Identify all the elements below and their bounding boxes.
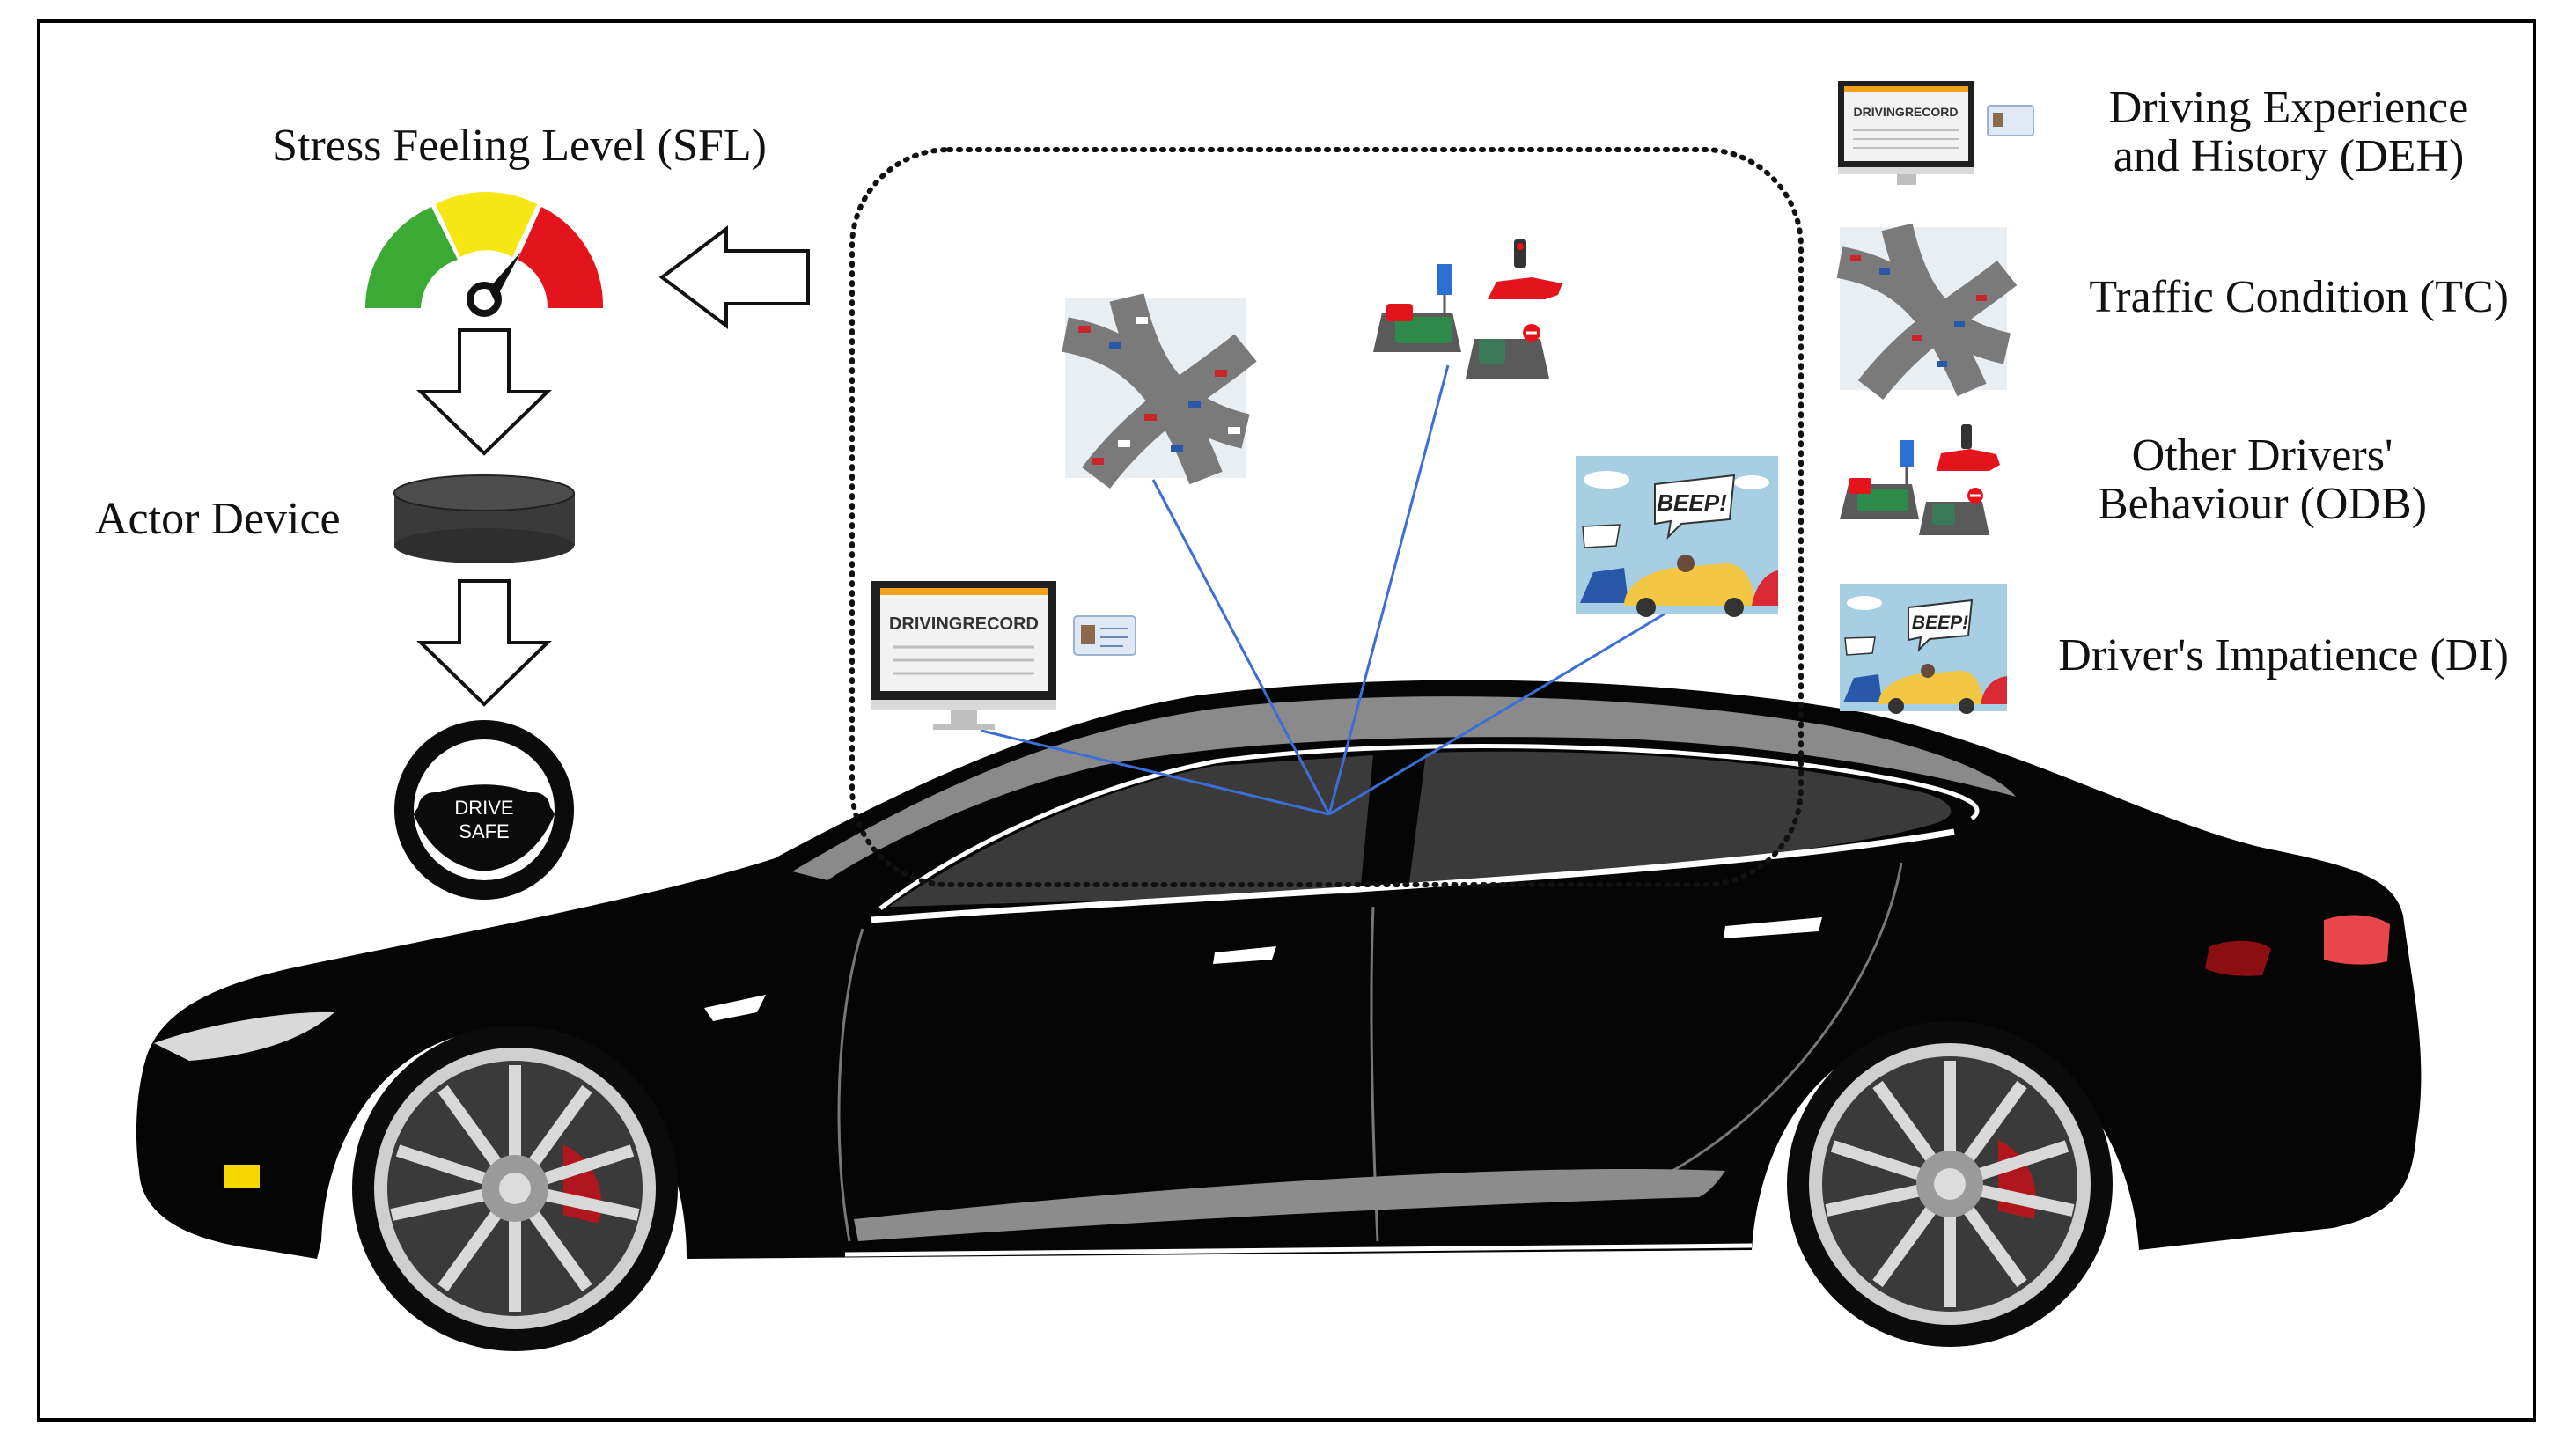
hollow-arrow-icon-down-1 xyxy=(416,328,552,456)
car-front-wheel xyxy=(352,1026,678,1351)
legend-driving-record-text: DRIVINGRECORD xyxy=(1853,105,1958,119)
actor-device-icon xyxy=(393,474,575,563)
other-drivers-icon xyxy=(1373,239,1562,379)
legend-odb-line2: Behaviour (ODB) xyxy=(2097,479,2428,529)
factor-boundary xyxy=(849,147,1804,887)
sfl-label: Stress Feeling Level (SFL) xyxy=(272,121,767,171)
car-rear-wheel xyxy=(1787,1021,2113,1347)
steering-wheel-icon: DRIVE SAFE xyxy=(394,720,574,900)
hollow-arrow-icon-left xyxy=(658,224,810,330)
legend-impatience-icon: BEEP! xyxy=(1840,584,2007,714)
legend-other-drivers-icon xyxy=(1840,424,2000,535)
car-rear-reflector xyxy=(2205,940,2271,976)
wheel-text-line2: SAFE xyxy=(459,820,509,842)
car-front-window xyxy=(889,755,1373,907)
car-mirror-trim xyxy=(704,995,766,1021)
legend-tc: Traffic Condition (TC) xyxy=(2089,272,2509,322)
diagram-frame xyxy=(37,19,2536,1422)
legend-driving-record-icon: DRIVINGRECORD xyxy=(1838,81,2034,185)
car-side-sill xyxy=(854,1169,1725,1241)
car-fog-light xyxy=(224,1165,260,1188)
traffic-jam-icon xyxy=(1061,293,1257,489)
car-roof-highlight xyxy=(792,696,2016,880)
beep-text: BEEP! xyxy=(1657,489,1727,516)
legend-deh-line1: Driving Experience xyxy=(2108,83,2469,133)
driving-record-icon: DRIVINGRECORD xyxy=(871,581,1136,730)
legend-deh-line2: and History (DEH) xyxy=(2113,131,2465,181)
actor-device-label: Actor Device xyxy=(95,494,341,544)
car-door-line-rear xyxy=(1672,862,1903,1173)
impatience-icon: BEEP! xyxy=(1576,456,1778,617)
car-door-handle-rear xyxy=(1724,917,1822,938)
connector-tc xyxy=(1151,479,1331,815)
connector-odb xyxy=(1327,364,1450,815)
car-lower-trim xyxy=(844,1243,1753,1257)
connector-lines xyxy=(981,364,1669,816)
driving-record-text: DRIVINGRECORD xyxy=(889,614,1039,634)
legend-traffic-jam-icon xyxy=(1836,223,2018,401)
wheel-text-line1: DRIVE xyxy=(454,797,513,819)
legend-di: Driver's Impatience (DI) xyxy=(2058,630,2509,680)
gauge-icon xyxy=(364,191,604,317)
connector-deh xyxy=(981,729,1330,816)
car-rear-window xyxy=(1408,751,1952,889)
car-door-line-front xyxy=(837,928,864,1242)
car-door-handle-front xyxy=(1213,946,1276,964)
car-tail-light xyxy=(2324,915,2390,965)
car-headlight xyxy=(154,1011,334,1061)
car-window-trim xyxy=(871,828,1955,923)
hollow-arrow-icon-down-2 xyxy=(416,579,552,707)
legend-beep-text: BEEP! xyxy=(1912,613,1968,633)
connector-di xyxy=(1328,610,1669,816)
car-icon xyxy=(136,680,2422,1351)
legend-odb-line1: Other Drivers' xyxy=(2131,430,2393,481)
